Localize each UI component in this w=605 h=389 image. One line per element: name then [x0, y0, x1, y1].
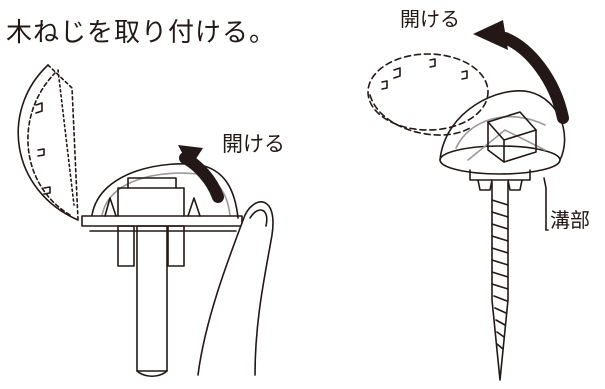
dome-rim: [439, 145, 561, 175]
open-cover-outer: [17, 64, 79, 221]
open-label-right: 開ける: [400, 7, 460, 31]
dome: [439, 90, 566, 161]
open-cover-inner: [27, 72, 71, 216]
lifted-cover-ghost: [367, 53, 489, 131]
open-cover-hatch: [47, 64, 79, 221]
screw-shaft: [491, 181, 509, 381]
center-boss: [117, 187, 185, 217]
base-plate: [81, 215, 243, 227]
finger: [197, 201, 274, 376]
groove-label: 溝部: [550, 208, 590, 232]
left-leg: [117, 225, 135, 267]
open-label-left: 開ける: [222, 132, 285, 156]
dome-inner: [101, 172, 231, 217]
right-cover-assembly: [367, 53, 566, 381]
pipe: [136, 225, 168, 372]
open-arrow-right: [499, 32, 569, 124]
right-leg: [167, 225, 185, 267]
left-cover-assembly: [17, 64, 274, 378]
groove-leader: [543, 177, 549, 231]
instruction-title: 木ねじを取り付ける。: [6, 18, 277, 48]
